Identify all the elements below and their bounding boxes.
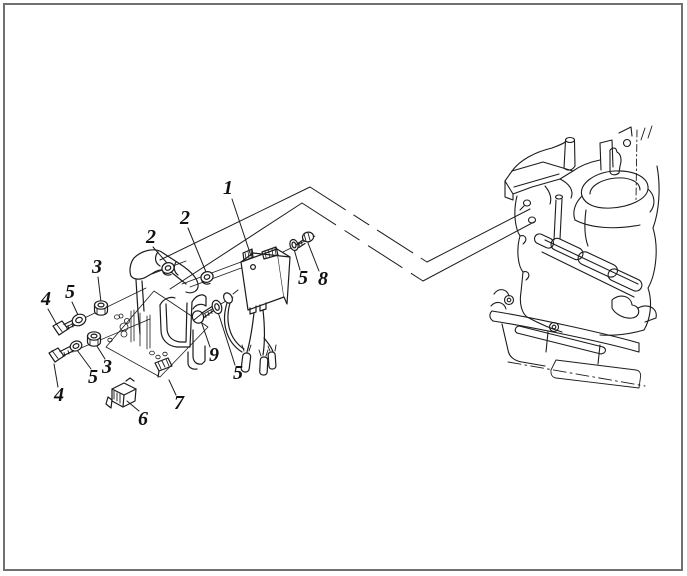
nuts-part-3 [88,301,108,346]
locator-lines [160,187,534,289]
callout-7-label: 7 [174,392,184,414]
cdi-wiring-harness [222,290,276,375]
switch-part-6 [106,378,136,408]
bolts-part-4 [49,317,82,362]
callout-4a-label: 4 [41,288,51,310]
callout-2b-label: 2 [146,226,156,248]
callout-6-label: 6 [138,408,148,430]
callout-5d-label: 5 [298,267,308,289]
bolt-part-8 [296,231,315,248]
callout-2a-label: 2 [180,207,190,229]
callout-5c-label: 5 [233,362,243,384]
callout-3b-label: 3 [102,356,112,378]
grommets-part-2 [160,261,214,284]
callout-5a-label: 5 [65,281,75,303]
callout-8-label: 8 [318,268,328,290]
leader-lines [48,199,319,411]
bracket-part-7 [106,250,208,377]
callout-4b-label: 4 [54,384,64,406]
engine-block [490,126,659,388]
callout-3a-label: 3 [92,256,102,278]
callout-9-label: 9 [209,344,219,366]
callout-1-label: 1 [223,177,233,199]
cdi-unit-part-1 [241,247,290,314]
washers-part-5 [69,239,300,353]
callout-5b-label: 5 [88,366,98,388]
screw-part-9 [191,307,213,325]
